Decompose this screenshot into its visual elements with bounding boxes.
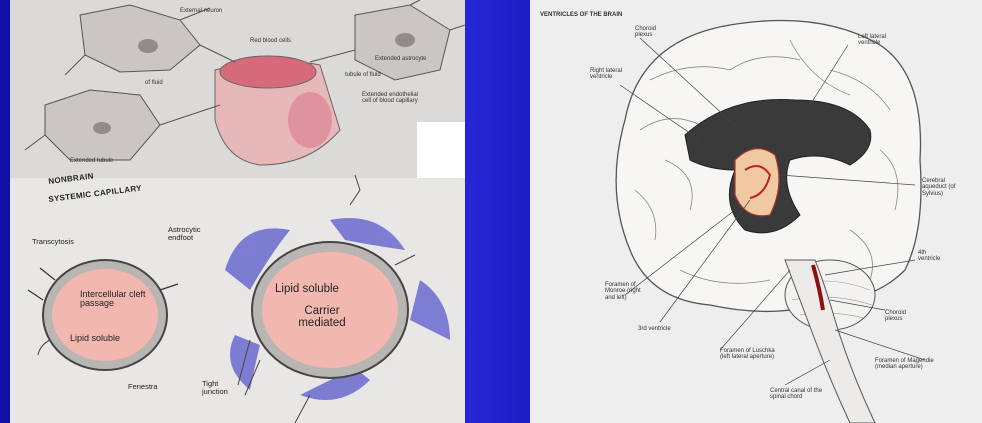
label-tubule-of-fluid: tubule of fluid (345, 72, 381, 78)
label-cerebral-aqueduct: Cerebral aqueduct (of Sylvius) (922, 178, 970, 197)
label-choroid-plexus-top: Choroid plexus (635, 26, 675, 39)
figure-title: VENTRICLES OF THE BRAIN (540, 12, 622, 18)
label-red-blood-cells: Red blood cells (250, 38, 291, 44)
label-right-lateral-ventricle: Right lateral ventricle (590, 68, 630, 81)
label-lipid-soluble-left: Lipid soluble (70, 334, 120, 343)
label-fenestra: Fenestra (128, 383, 158, 391)
nucleus-3 (93, 122, 111, 134)
label-of-fluid: of fluid (145, 80, 163, 86)
label-endothelial-cell: Extended endothelial cell of blood capil… (362, 92, 422, 105)
nucleus-2 (395, 33, 415, 47)
systemic-capillary-lumen (52, 269, 158, 361)
label-foramen-of-magendie: Foramen of Magendie (median aperture) (875, 358, 947, 371)
label-carrier-mediated: Carrier mediated (292, 305, 352, 329)
label-intercellular-cleft: Intercellular cleft passage (80, 290, 150, 309)
capillary-drawing (10, 0, 465, 423)
label-extended-tubule: Extended tubule (70, 158, 113, 164)
label-lipid-soluble-right: Lipid soluble (275, 283, 339, 295)
label-third-ventricle: 3rd ventricle (638, 326, 671, 332)
third-ventricle-region (735, 149, 779, 216)
label-fourth-ventricle: 4th ventricle (918, 250, 948, 263)
label-foramen-of-luschka: Foramen of Luschka (left lateral apertur… (720, 348, 786, 361)
brain-ventricles-panel: VENTRICLES OF THE BRAIN Choroid plexus L… (530, 0, 982, 423)
neuron-cell-top-left (80, 5, 200, 72)
capillary-figure-panel: External neuron Red blood cells tubule o… (10, 0, 465, 423)
label-tight-junction: Tight junction (202, 380, 246, 396)
label-external-neuron: External neuron (180, 8, 222, 14)
label-left-lateral-ventricle: Left lateral ventricle (858, 34, 894, 47)
label-foramen-of-monroe: Foramen of Monroe (right and left) (605, 282, 649, 301)
nucleus-1 (138, 39, 158, 53)
label-extended-astrocyte: Extended astrocyte (375, 56, 426, 62)
label-astrocytic-endfoot: Astrocytic endfoot (168, 226, 226, 242)
label-transcytosis: Transcytosis (32, 238, 74, 246)
label-central-canal: Central canal of the spinal chord (770, 388, 832, 401)
capillary-lumen-top (220, 56, 316, 88)
label-choroid-plexus-bottom: Choroid plexus (885, 310, 921, 323)
